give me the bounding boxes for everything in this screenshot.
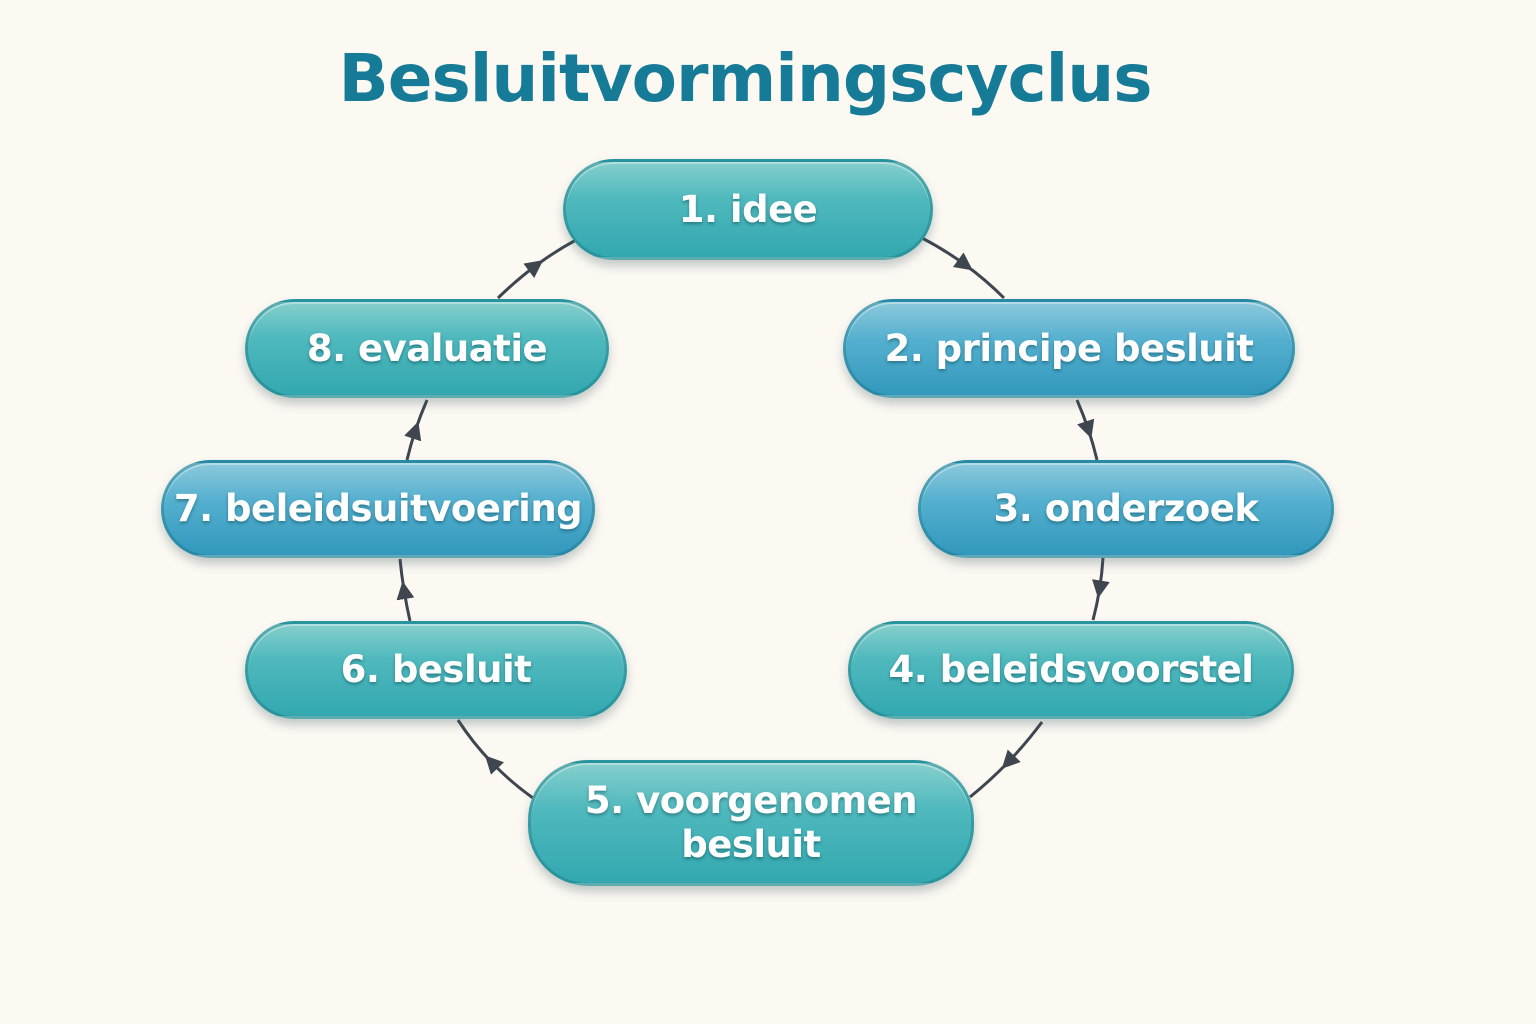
step-2-principe-besluit: 2. principe besluit: [843, 299, 1295, 398]
step-label: 3. onderzoek: [993, 487, 1259, 530]
step-label: 8. evaluatie: [306, 326, 548, 370]
step-8-evaluatie: 8. evaluatie: [245, 299, 609, 398]
arrow-6-to-7: [396, 558, 415, 622]
step-5-voorgenomen-besluit: 5. voorgenomen besluit: [528, 760, 974, 886]
step-label: 5. voorgenomen besluit: [584, 779, 918, 866]
arrow-1-to-2: [921, 236, 1006, 300]
step-label: 4. beleidsvoorstel: [888, 648, 1254, 691]
step-3-onderzoek: 3. onderzoek: [918, 460, 1334, 558]
arrow-5-to-6: [456, 719, 534, 800]
step-4-beleidsvoorstel: 4. beleidsvoorstel: [848, 621, 1294, 719]
arrow-4-to-5: [969, 721, 1044, 799]
step-label: 2. principe besluit: [884, 326, 1254, 370]
step-7-beleidsuitvoering: 7. beleidsuitvoering: [161, 460, 595, 558]
step-label: 7. beleidsuitvoering: [173, 487, 583, 530]
step-6-besluit: 6. besluit: [245, 621, 627, 719]
diagram-title: Besluitvormingscyclus: [338, 40, 1152, 117]
arrow-2-to-3: [1075, 399, 1099, 461]
arrow-7-to-8: [404, 399, 429, 461]
step-label: 1. idee: [678, 187, 818, 231]
step-1-idee: 1. idee: [563, 159, 933, 260]
step-label: 6. besluit: [340, 648, 532, 691]
arrow-8-to-1: [496, 238, 577, 300]
arrow-3-to-4: [1091, 557, 1110, 621]
